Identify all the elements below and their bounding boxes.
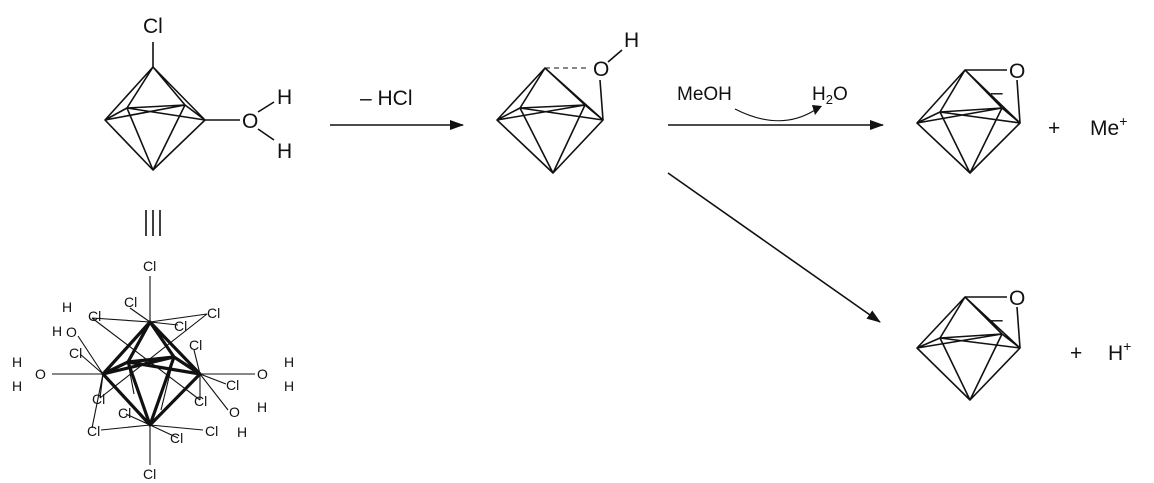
step2-curved-arrowhead — [812, 105, 822, 115]
cluster-cl: Cl — [87, 423, 100, 439]
cluster-cl: Cl — [194, 393, 207, 409]
cluster-cl-bottom: Cl — [143, 466, 156, 482]
step2-reagent: MeOH — [677, 84, 732, 105]
cluster-structure — [52, 276, 255, 465]
intermediate-oh-bond — [607, 49, 623, 63]
reactant-h2-label: H — [277, 140, 292, 163]
cluster-h: H — [284, 354, 294, 370]
cluster-cl-top: Cl — [143, 258, 156, 274]
intermediate-octahedron-edges — [496, 67, 604, 174]
cluster-cl: Cl — [189, 337, 202, 353]
product1-charge: – — [991, 81, 1003, 104]
product1-epoxide-side — [1016, 79, 1021, 124]
cluster-h: H — [237, 424, 247, 440]
cluster-o: O — [257, 366, 268, 382]
product2-octahedron-edges — [916, 296, 1021, 401]
cluster-h: H — [62, 299, 72, 315]
product1-octahedron-edges — [916, 69, 1021, 174]
cluster-ligand-bonds — [52, 276, 255, 465]
cluster-o: O — [229, 404, 240, 420]
cluster-cl: Cl — [174, 318, 187, 334]
cluster-cl: Cl — [92, 391, 105, 407]
cluster-cl: Cl — [226, 377, 239, 393]
step1-label: – HCl — [360, 87, 413, 110]
cluster-cl: Cl — [170, 430, 183, 446]
equivalence-symbol — [145, 210, 161, 236]
cluster-cl: Cl — [69, 345, 82, 361]
cluster-cl: Cl — [118, 405, 131, 421]
intermediate-o-bond — [599, 79, 604, 121]
reactant-octahedron — [104, 42, 275, 171]
cluster-cl: Cl — [124, 294, 137, 310]
reactant-o-label: O — [242, 110, 258, 133]
cluster-h: H — [284, 378, 294, 394]
cluster-o: O — [66, 324, 77, 340]
cluster-h: H — [52, 323, 62, 339]
step2-curved-arrow — [734, 108, 816, 122]
cluster-o: O — [35, 366, 46, 382]
product2-cation: H+ — [1108, 338, 1131, 365]
product1-cation: Me+ — [1090, 113, 1127, 140]
product2-charge: – — [991, 308, 1003, 331]
product2-epoxide-side — [1016, 306, 1021, 349]
cluster-h: H — [257, 399, 267, 415]
oh-bond-upper — [257, 101, 275, 113]
product1-o-label: O — [1009, 60, 1025, 83]
reactant-cl-label: Cl — [143, 15, 163, 38]
cluster-h: H — [12, 378, 22, 394]
step2-byproduct: H2O — [812, 84, 848, 107]
step3-arrow — [667, 172, 881, 323]
product2-plus: + — [1070, 342, 1082, 365]
cluster-cl: Cl — [88, 308, 101, 324]
intermediate-octahedron — [496, 49, 623, 174]
cluster-cl: Cl — [207, 305, 220, 321]
cluster-h: H — [12, 354, 22, 370]
product2-o-label: O — [1009, 287, 1025, 310]
product1-plus: + — [1048, 117, 1060, 140]
product1-octahedron — [916, 69, 1021, 174]
oh-bond-lower — [257, 128, 275, 141]
reactant-octahedron-edges — [104, 66, 206, 171]
cluster-cl: Cl — [205, 423, 218, 439]
intermediate-o-label: O — [593, 58, 609, 81]
reactant-h1-label: H — [277, 86, 292, 109]
product2-octahedron — [916, 296, 1021, 401]
intermediate-h-label: H — [624, 29, 639, 52]
